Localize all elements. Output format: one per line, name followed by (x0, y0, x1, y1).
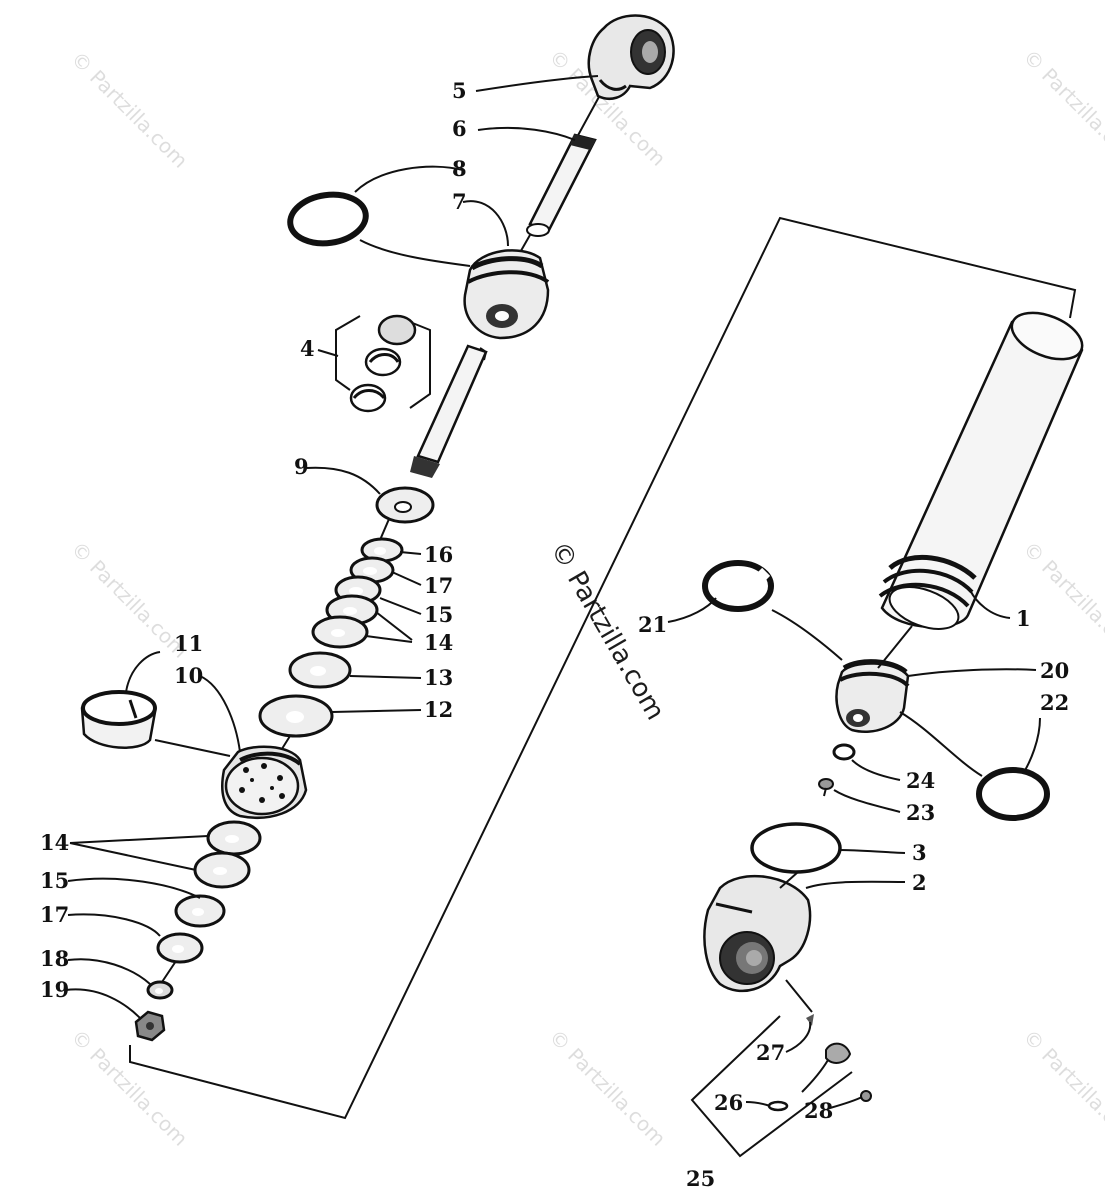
watermark-bottom-mid: © Partzilla.com (544, 1025, 670, 1151)
callout-23: 23 (906, 800, 935, 825)
part-22-seal-ring (976, 767, 1050, 821)
part-10-piston (221, 745, 308, 819)
part-23-screw (818, 778, 834, 797)
part-9-washer (375, 486, 435, 524)
callout-9: 9 (294, 454, 309, 479)
callout-4: 4 (300, 336, 315, 361)
callout-25: 25 (686, 1166, 715, 1191)
part-8-seal-ring (287, 191, 369, 247)
callout-16: 16 (424, 542, 453, 567)
assembly-bracket (129, 216, 1077, 1120)
watermark-top-right: © Partzilla.com (1018, 45, 1105, 171)
callout-26: 26 (714, 1090, 743, 1115)
callout-17: 17 (424, 573, 453, 598)
callout-8: 8 (452, 156, 467, 181)
watermark-bottom-right: © Partzilla.com (1018, 1025, 1105, 1151)
part-24-clip (832, 743, 856, 761)
callout-2: 2 (912, 870, 927, 895)
callout-21: 21 (638, 612, 667, 637)
callout-17-lower: 17 (40, 902, 69, 927)
callout-13: 13 (424, 665, 453, 690)
part-11-piston-band (80, 690, 157, 749)
part-2-lower-eye (703, 874, 812, 993)
part-7-rod-guide (463, 249, 550, 340)
watermark-mid-right: © Partzilla.com (1018, 537, 1105, 663)
callout-6: 6 (452, 116, 467, 141)
callout-20: 20 (1040, 658, 1069, 683)
part-21-ring (702, 560, 774, 612)
lower-shim-stack (146, 820, 262, 1000)
callout-15: 15 (424, 602, 453, 627)
right-assembly-axis (779, 625, 913, 1013)
callout-27: 27 (756, 1040, 785, 1065)
leader-lines (65, 75, 1041, 1109)
callout-19: 19 (40, 977, 69, 1002)
callout-5: 5 (452, 78, 467, 103)
callout-10: 10 (174, 663, 203, 688)
callout-24: 24 (906, 768, 935, 793)
callout-15-lower: 15 (40, 868, 69, 893)
callout-18: 18 (40, 946, 69, 971)
part-6-rod-end (526, 133, 597, 237)
part-20-base-valve (835, 659, 910, 733)
part-1-shock-body (878, 311, 1084, 630)
part-3-o-ring (750, 822, 842, 874)
callout-labels: 5 6 8 7 4 9 16 17 15 14 13 12 11 10 14 1… (40, 78, 1069, 1191)
callout-14: 14 (424, 630, 453, 655)
callout-11: 11 (174, 631, 203, 656)
callout-22: 22 (1040, 690, 1069, 715)
watermark-bottom-left: © Partzilla.com (66, 1025, 192, 1151)
callout-3: 3 (912, 840, 927, 865)
upper-shim-stack (258, 537, 404, 738)
callout-7: 7 (452, 189, 467, 214)
part-4-bushing-set (335, 314, 431, 413)
callout-28: 28 (804, 1098, 833, 1123)
callout-14-lower: 14 (40, 830, 69, 855)
watermark-top-left: © Partzilla.com (66, 47, 192, 173)
part-19-nut (134, 1010, 166, 1042)
piston-rod (410, 344, 488, 478)
callout-1: 1 (1016, 606, 1031, 631)
callout-12: 12 (424, 697, 453, 722)
parts-25-28-fitting-set (690, 1014, 872, 1158)
part-5-eye-end (587, 14, 675, 100)
